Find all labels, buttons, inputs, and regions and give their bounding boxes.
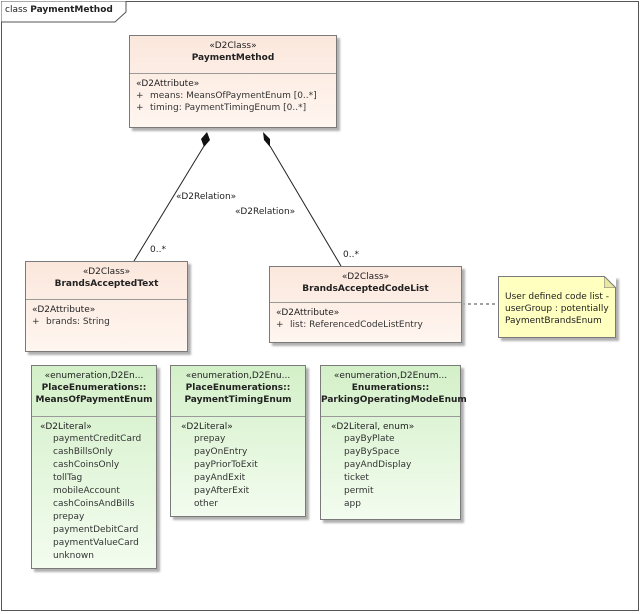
enum-stereotype: «enumeration,D2En... xyxy=(44,371,144,381)
literal-item: other xyxy=(194,499,218,509)
attribute-section-label: «D2Attribute» xyxy=(32,305,96,315)
frame-name: PaymentMethod xyxy=(30,5,113,15)
note[interactable]: User defined code list - userGroup : pot… xyxy=(498,276,616,338)
composition-diamond-left xyxy=(201,132,210,147)
literal-section-label: «D2Literal» xyxy=(181,422,233,432)
literal-item: cashBillsOnly xyxy=(53,447,113,457)
literal-item: unknown xyxy=(53,551,94,561)
enum-literals: «D2Literal, enum» payByPlate payBySpace … xyxy=(321,417,460,511)
note-text: User defined code list - userGroup : pot… xyxy=(505,292,610,326)
enum-name: ParkingOperatingModeEnum xyxy=(321,395,467,405)
class-payment-method[interactable]: «D2Class» PaymentMethod «D2Attribute» +m… xyxy=(129,35,337,128)
class-stereotype: «D2Class» xyxy=(82,267,131,277)
literal-item: payOnEntry xyxy=(194,447,248,457)
attribute-row: +list: ReferencedCodeListEntry xyxy=(276,320,423,330)
literal-item: payByPlate xyxy=(344,434,395,444)
literal-item: payPriorToExit xyxy=(194,460,258,470)
enum-stereotype: «enumeration,D2Enu... xyxy=(185,371,291,381)
literal-item: mobileAccount xyxy=(53,486,120,496)
literal-item: prepay xyxy=(194,434,226,444)
enum-name-namespace: Enumerations:: xyxy=(351,383,430,393)
literal-item: payAfterExit xyxy=(194,486,250,496)
note-fold-icon xyxy=(604,276,616,288)
class-attributes: «D2Attribute» +brands: String xyxy=(26,300,187,328)
enum-means-of-payment[interactable]: «enumeration,D2En... PlaceEnumerations::… xyxy=(31,365,157,569)
literal-section-label: «D2Literal» xyxy=(40,422,92,432)
relation-line-right xyxy=(269,145,342,267)
relation-line-left xyxy=(133,145,205,262)
enum-parking-operating-mode[interactable]: «enumeration,D2Enum... Enumerations:: Pa… xyxy=(320,365,467,520)
literal-item: app xyxy=(344,499,361,509)
literal-item: cashCoinsAndBills xyxy=(53,499,135,509)
literal-item: ticket xyxy=(344,473,369,483)
multiplicity-left: 0..* xyxy=(150,245,166,255)
enum-name-namespace: PlaceEnumerations:: xyxy=(41,383,147,393)
literal-item: payAndExit xyxy=(194,473,246,483)
literal-item: tollTag xyxy=(53,473,83,483)
literal-item: paymentCreditCard xyxy=(53,434,142,444)
multiplicity-right: 0..* xyxy=(343,250,359,260)
enum-header: «enumeration,D2Enum... Enumerations:: Pa… xyxy=(321,366,467,417)
enum-stereotype: «enumeration,D2Enum... xyxy=(333,371,448,381)
literal-item: paymentValueCard xyxy=(53,538,139,548)
class-attributes: «D2Attribute» +means: MeansOfPaymentEnum… xyxy=(130,74,336,114)
frame-title: class PaymentMethod xyxy=(5,5,113,15)
class-name: PaymentMethod xyxy=(191,53,275,63)
attribute-row: +timing: PaymentTimingEnum [0..*] xyxy=(136,103,307,113)
enum-literals: «D2Literal» paymentCreditCard cashBillsO… xyxy=(32,417,156,563)
attribute-row: +brands: String xyxy=(32,317,110,327)
enum-name: PaymentTimingEnum xyxy=(184,395,292,405)
frame-tab xyxy=(1,1,127,23)
literal-item: prepay xyxy=(53,512,85,522)
literal-item: cashCoinsOnly xyxy=(53,460,120,470)
class-name: BrandsAcceptedText xyxy=(54,279,159,289)
frame-prefix: class xyxy=(5,5,28,15)
class-stereotype: «D2Class» xyxy=(341,272,390,282)
attribute-row: +means: MeansOfPaymentEnum [0..*] xyxy=(136,91,317,101)
literal-item: permit xyxy=(344,486,374,496)
literal-item: payAndDisplay xyxy=(344,460,412,470)
class-stereotype: «D2Class» xyxy=(209,41,257,51)
enum-payment-timing[interactable]: «enumeration,D2Enu... PlaceEnumerations:… xyxy=(170,365,306,517)
relation-label-left: «D2Relation» xyxy=(176,192,237,202)
enum-header: «enumeration,D2En... PlaceEnumerations::… xyxy=(32,366,156,417)
composition-diamond-right xyxy=(263,132,270,147)
class-header: «D2Class» BrandsAcceptedCodeList xyxy=(270,267,461,303)
attribute-section-label: «D2Attribute» xyxy=(136,79,200,89)
enum-name: MeansOfPaymentEnum xyxy=(35,395,153,405)
literal-section-label: «D2Literal, enum» xyxy=(331,422,415,432)
enum-header: «enumeration,D2Enu... PlaceEnumerations:… xyxy=(171,366,305,417)
class-header: «D2Class» BrandsAcceptedText xyxy=(26,262,187,300)
class-brands-accepted-code-list[interactable]: «D2Class» BrandsAcceptedCodeList «D2Attr… xyxy=(269,266,462,343)
enum-literals: «D2Literal» prepay payOnEntry payPriorTo… xyxy=(171,417,305,511)
relation-label-right: «D2Relation» xyxy=(235,207,296,217)
attribute-section-label: «D2Attribute» xyxy=(276,308,340,318)
literal-item: payBySpace xyxy=(344,447,400,457)
class-brands-accepted-text[interactable]: «D2Class» BrandsAcceptedText «D2Attribut… xyxy=(25,261,188,352)
enum-name-namespace: PlaceEnumerations:: xyxy=(185,383,291,393)
class-name: BrandsAcceptedCodeList xyxy=(302,284,429,294)
class-attributes: «D2Attribute» +list: ReferencedCodeListE… xyxy=(270,303,461,331)
class-header: «D2Class» PaymentMethod xyxy=(130,36,336,74)
literal-item: paymentDebitCard xyxy=(53,525,139,535)
